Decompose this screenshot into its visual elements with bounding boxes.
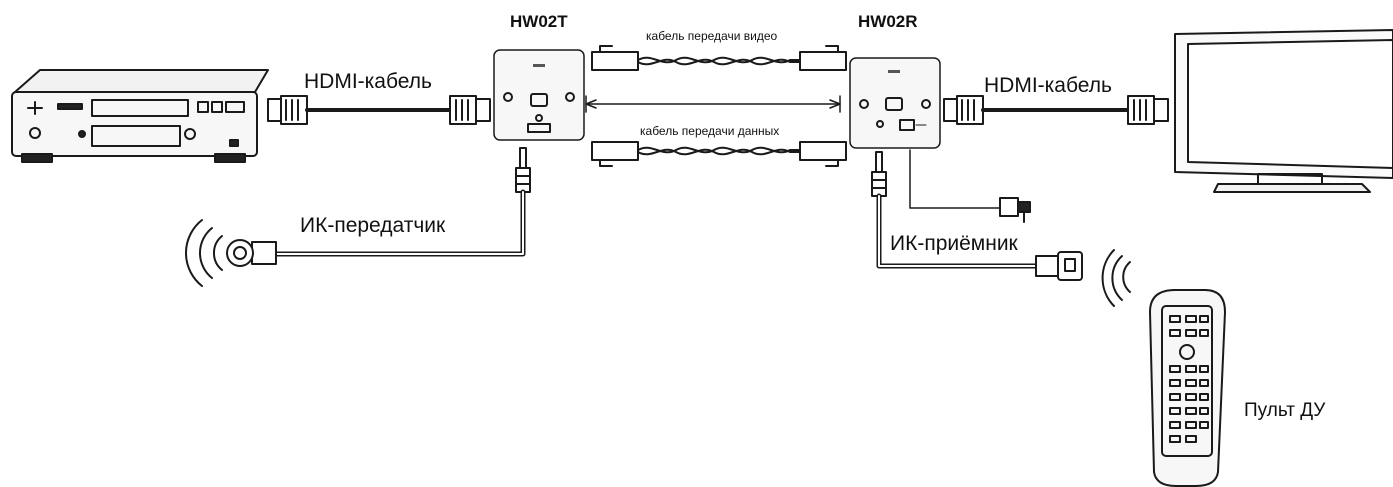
video-cable-label: кабель передачи видео [646,29,778,43]
power-cable [909,149,1031,223]
data-cable [591,141,847,167]
ir-transmitter-label: ИК-передатчик [300,214,446,237]
hw02t-transmitter [493,49,585,141]
hw02r-receiver [849,57,941,149]
hdmi-cable-right-label: HDMI-кабель [984,74,1112,97]
ir-receiver-label: ИК-приёмник [890,232,1018,255]
hw02r-label: HW02R [858,12,918,31]
distance-arrow [585,95,841,113]
ir-receiver-cable [871,151,1083,281]
media-player [11,69,269,163]
hw02t-label: HW02T [510,12,568,31]
hdmi-cable-left-label: HDMI-кабель [304,70,432,93]
remote-label: Пульт ДУ [1244,400,1326,421]
tv-monitor [1174,29,1393,193]
hdmi-cable-right [943,95,1169,125]
hdmi-cable-left [267,95,491,125]
data-cable-label: кабель передачи данных [640,124,780,138]
ir-transmitter-cable [185,147,531,287]
video-cable [591,45,847,71]
remote-control [1101,249,1226,487]
